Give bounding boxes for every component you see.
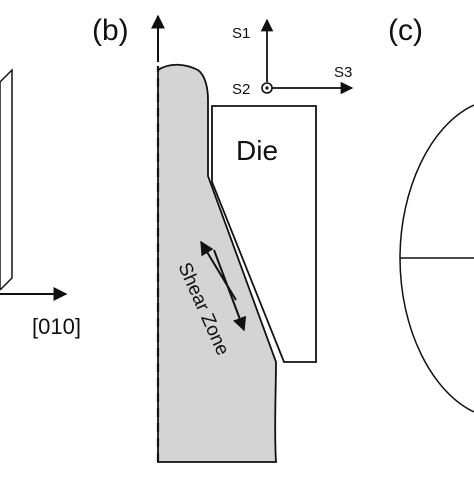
s2-label: S2 [232,81,250,98]
panel-a: [010] [0,68,81,339]
crystal-box [0,68,13,291]
die [211,105,317,363]
s3-label: S3 [334,64,352,81]
s2-axis-dot [265,86,269,90]
panel-c: (c) [388,14,474,413]
s1-label: S1 [232,25,250,42]
axis-010-label: [010] [32,314,81,339]
workpiece [157,63,277,463]
panel-b-label: (b) [92,14,129,47]
die-label: Die [236,135,278,166]
shear-arrow-down [213,249,247,332]
panel-b: (b) Die Shear Zone S1 S2 S3 [92,14,354,463]
panel-c-label: (c) [388,14,423,47]
